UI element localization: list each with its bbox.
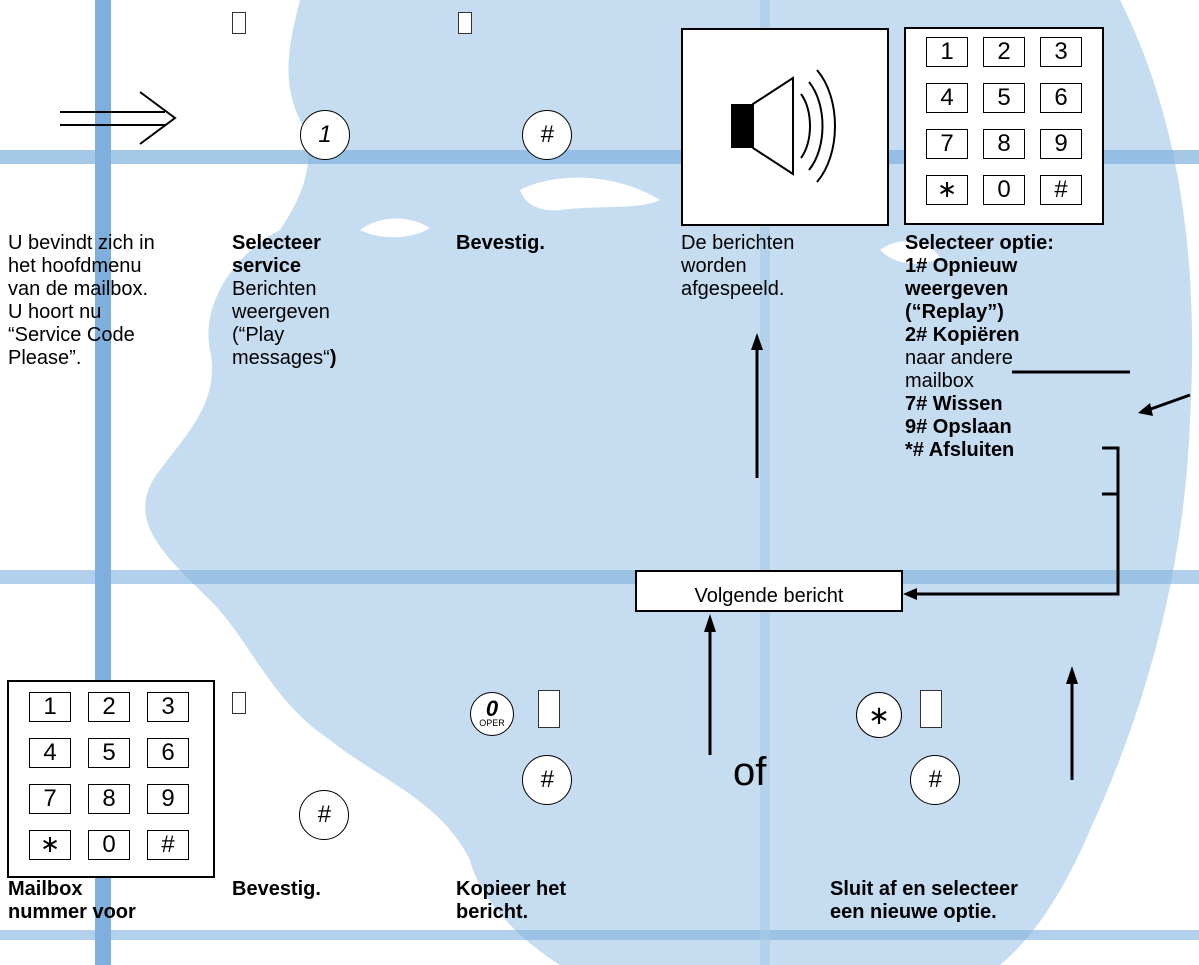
- keypad-key[interactable]: 6: [147, 738, 189, 768]
- confirm-top-text: Bevestig.: [456, 232, 545, 254]
- keypad-key[interactable]: 7: [926, 129, 968, 159]
- keypad-key[interactable]: 6: [1040, 83, 1082, 113]
- keypad-key[interactable]: 1: [29, 692, 71, 722]
- keypad-key[interactable]: 4: [29, 738, 71, 768]
- keypad-key[interactable]: 0: [88, 830, 130, 860]
- keypad-key[interactable]: 8: [88, 784, 130, 814]
- keypad-key[interactable]: 0: [983, 175, 1025, 205]
- keypad-key[interactable]: 2: [88, 692, 130, 722]
- keypad-key[interactable]: 9: [1040, 129, 1082, 159]
- placeholder-square-icon: [232, 12, 246, 34]
- key-hash-button[interactable]: #: [910, 755, 960, 805]
- key-hash-button[interactable]: #: [522, 755, 572, 805]
- key-star-button[interactable]: ∗: [856, 692, 902, 738]
- key-hash-button[interactable]: #: [522, 110, 572, 160]
- select-service-text: Selecteer service Berichten weergeven (“…: [232, 232, 337, 369]
- keypad-key[interactable]: 5: [88, 738, 130, 768]
- keypad-key[interactable]: 8: [983, 129, 1025, 159]
- keypad-key[interactable]: ∗: [926, 175, 968, 205]
- next-message-box: Volgende bericht: [635, 570, 903, 612]
- keypad-key[interactable]: #: [147, 830, 189, 860]
- placeholder-square-icon: [232, 692, 246, 714]
- keypad-key[interactable]: 2: [983, 37, 1025, 67]
- return-arrow: [1147, 393, 1191, 412]
- keypad-key[interactable]: 4: [926, 83, 968, 113]
- keypad-key[interactable]: 3: [1040, 37, 1082, 67]
- placeholder-square-icon: [920, 690, 942, 728]
- arrow-right-icon: [60, 91, 177, 145]
- keypad-key[interactable]: 9: [147, 784, 189, 814]
- keypad-key[interactable]: 5: [983, 83, 1025, 113]
- key-oper-button[interactable]: 0 OPER: [470, 692, 514, 736]
- placeholder-square-icon: [538, 690, 560, 728]
- confirm-bottom-text: Bevestig.: [232, 878, 321, 900]
- or-label: of: [733, 750, 767, 794]
- keypad-key[interactable]: 3: [147, 692, 189, 722]
- placeholder-square-icon: [458, 12, 472, 34]
- bracket: [910, 446, 1120, 596]
- keypad-key[interactable]: 7: [29, 784, 71, 814]
- options-text: Selecteer optie: 1# Opnieuw weergeven (“…: [905, 232, 1054, 461]
- speaker-box: [681, 28, 889, 226]
- keypad-key[interactable]: #: [1040, 175, 1082, 205]
- key-hash-button[interactable]: #: [299, 790, 349, 840]
- speaker-icon: [731, 69, 836, 183]
- keypad-key[interactable]: ∗: [29, 830, 71, 860]
- key-1-button[interactable]: 1: [300, 110, 350, 160]
- keypad-key[interactable]: 1: [926, 37, 968, 67]
